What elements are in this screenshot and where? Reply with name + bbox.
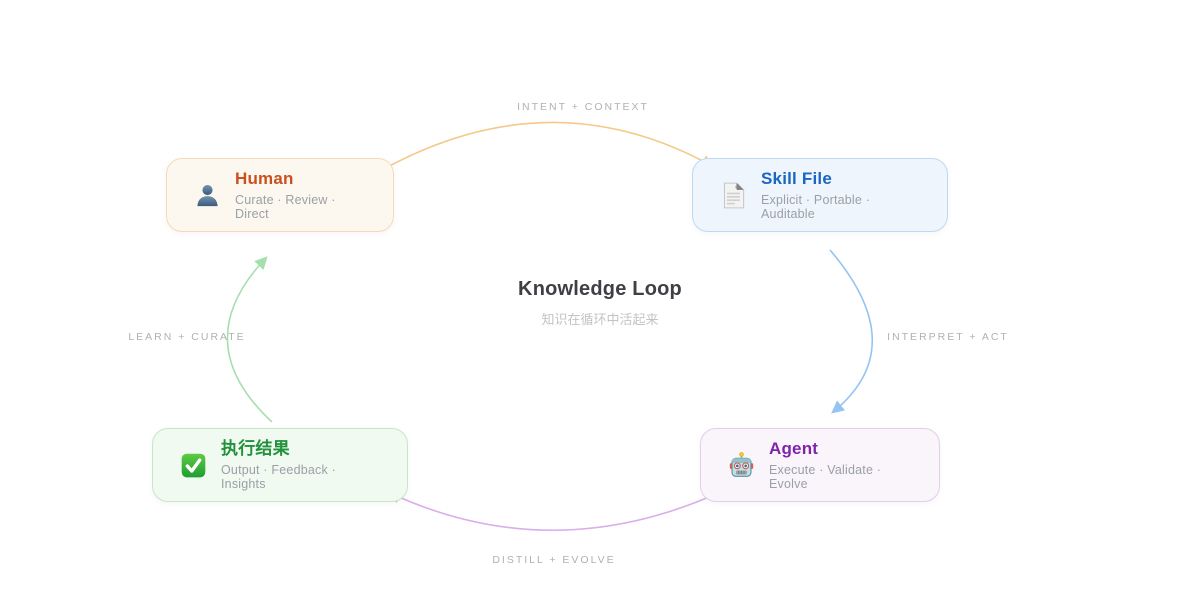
person-icon	[193, 181, 221, 209]
node-agent-subtitle: Execute · Validate · Evolve	[769, 462, 882, 491]
check-icon	[179, 451, 207, 479]
node-human: Human Curate · Review · Direct	[166, 158, 394, 232]
node-agent-title: Agent	[769, 439, 819, 459]
node-skill-file: Skill File Explicit · Portable · Auditab…	[692, 158, 948, 232]
node-human-title: Human	[235, 169, 294, 189]
diagram-subtitle: 知识在循环中活起来	[541, 312, 659, 327]
edge-label-distill: DISTILL + EVOLVE	[492, 554, 616, 566]
diagram-title-block: Knowledge Loop 知识在循环中活起来	[450, 278, 750, 328]
edge-interpret-arrow	[829, 249, 873, 414]
edge-intent-arrow	[381, 121, 715, 171]
edge-label-intent: INTENT + CONTEXT	[517, 101, 649, 113]
node-human-subtitle: Curate · Review · Direct	[235, 192, 336, 221]
edge-label-learn: LEARN + CURATE	[128, 331, 246, 343]
node-agent: Agent Execute · Validate · Evolve	[700, 428, 940, 502]
node-result-title: 执行结果	[221, 439, 290, 459]
document-icon	[719, 181, 747, 209]
node-skill-file-subtitle: Explicit · Portable · Auditable	[761, 192, 871, 221]
edge-distill-arrow	[387, 491, 717, 531]
robot-icon	[727, 451, 755, 479]
diagram-title: Knowledge Loop	[518, 278, 682, 300]
node-skill-file-title: Skill File	[761, 169, 832, 189]
edge-label-interpret: INTERPRET + ACT	[887, 331, 1009, 343]
node-result-subtitle: Output · Feedback · Insights	[221, 462, 336, 491]
node-result: 执行结果 Output · Feedback · Insights	[152, 428, 408, 502]
